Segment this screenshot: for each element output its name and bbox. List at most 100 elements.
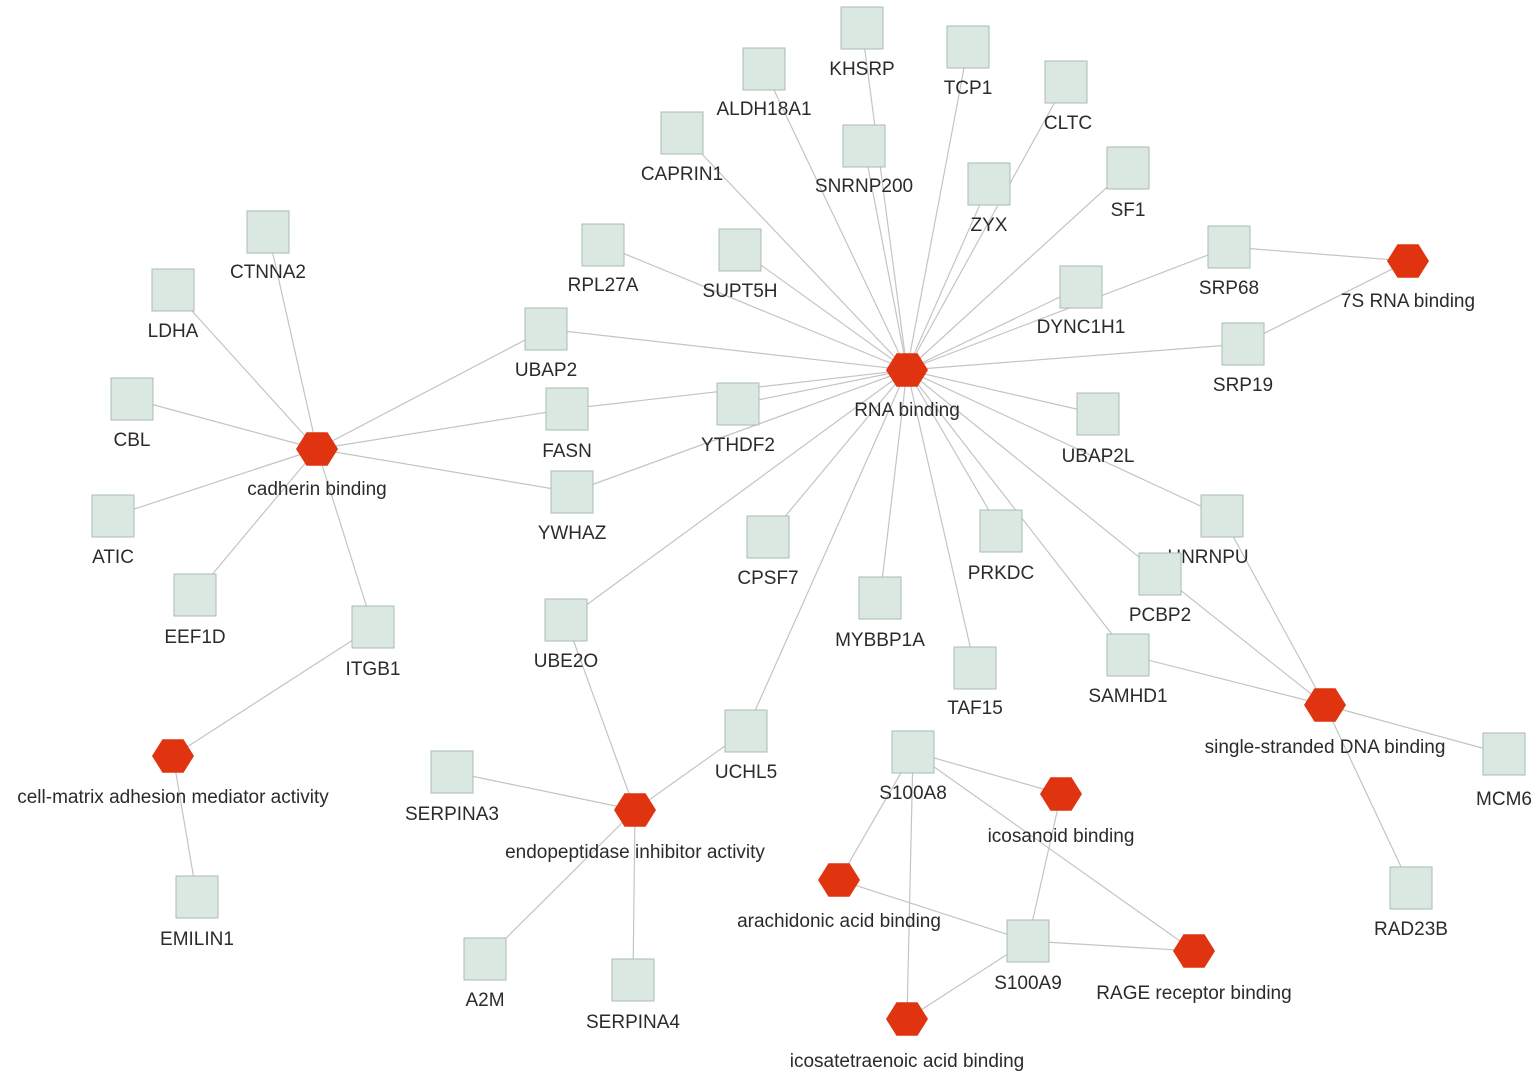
label-ubap2l: UBAP2L — [1062, 446, 1135, 467]
gene-square-dync1h1 — [1059, 265, 1103, 309]
gene-square-cltc — [1044, 60, 1088, 104]
gene-square-srp68 — [1207, 225, 1251, 269]
label-tcp1: TCP1 — [944, 78, 993, 99]
gene-node-s100a8[interactable]: S100A8 — [879, 730, 947, 804]
gene-square-emilin1 — [175, 875, 219, 919]
label-eef1d: EEF1D — [164, 627, 225, 648]
term-node-srp7s[interactable]: 7S RNA binding — [1341, 244, 1475, 312]
gene-node-eef1d[interactable]: EEF1D — [164, 573, 226, 648]
gene-node-supt5h[interactable]: SUPT5H — [703, 228, 778, 302]
gene-node-caprin1[interactable]: CAPRIN1 — [641, 111, 723, 185]
label-emilin1: EMILIN1 — [160, 929, 234, 950]
gene-node-cltc[interactable]: CLTC — [1044, 60, 1092, 134]
gene-node-dync1h1[interactable]: DYNC1H1 — [1037, 265, 1126, 338]
gene-node-snrnp200[interactable]: SNRNP200 — [815, 124, 913, 197]
gene-node-rad23b[interactable]: RAD23B — [1374, 866, 1448, 940]
label-s100a9: S100A9 — [994, 973, 1062, 994]
gene-node-uchl5[interactable]: UCHL5 — [715, 709, 777, 783]
gene-node-cpsf7[interactable]: CPSF7 — [737, 515, 799, 589]
gene-node-ctnna2[interactable]: CTNNA2 — [230, 210, 306, 283]
gene-node-serpina3[interactable]: SERPINA3 — [405, 750, 499, 825]
term-node-icosatetraenoic[interactable]: icosatetraenoic acid binding — [790, 1002, 1025, 1072]
edge-endopep-serpina4 — [632, 809, 636, 981]
label-ube2o: UBE2O — [534, 651, 598, 672]
gene-square-caprin1 — [660, 111, 704, 155]
term-node-cadherin[interactable]: cadherin binding — [247, 432, 387, 500]
edge-cadherin-ctnna2 — [267, 231, 318, 450]
gene-square-pcbp2 — [1138, 552, 1182, 596]
gene-node-ubap2l[interactable]: UBAP2L — [1062, 392, 1135, 467]
term-node-cellmatrix[interactable]: cell-matrix adhesion mediator activity — [17, 739, 329, 808]
edge-cadherin-atic — [112, 448, 318, 517]
gene-node-fasn[interactable]: FASN — [542, 387, 592, 462]
gene-square-itgb1 — [351, 605, 395, 649]
edge-layer — [112, 27, 1505, 1020]
gene-square-hnrnpu — [1200, 494, 1244, 538]
term-node-rage[interactable]: RAGE receptor binding — [1096, 934, 1292, 1004]
label-cellmatrix: cell-matrix adhesion mediator activity — [17, 787, 329, 808]
term-hexagon-arachidonic — [818, 863, 860, 897]
gene-node-rpl27a[interactable]: RPL27A — [568, 223, 639, 296]
gene-node-itgb1[interactable]: ITGB1 — [346, 605, 401, 680]
gene-square-eef1d — [173, 573, 217, 617]
label-cpsf7: CPSF7 — [737, 568, 798, 589]
gene-square-snrnp200 — [842, 124, 886, 168]
gene-node-srp19[interactable]: SRP19 — [1213, 322, 1273, 396]
gene-node-taf15[interactable]: TAF15 — [947, 646, 1003, 719]
gene-node-ldha[interactable]: LDHA — [148, 268, 199, 342]
label-snrnp200: SNRNP200 — [815, 176, 913, 197]
gene-square-ubap2 — [524, 307, 568, 351]
term-node-arachidonic[interactable]: arachidonic acid binding — [737, 863, 941, 932]
term-node-icosanoid[interactable]: icosanoid binding — [988, 777, 1135, 847]
gene-square-a2m — [463, 937, 507, 981]
gene-node-samhd1[interactable]: SAMHD1 — [1088, 633, 1168, 707]
gene-node-srp68[interactable]: SRP68 — [1199, 225, 1259, 299]
label-dync1h1: DYNC1H1 — [1037, 317, 1126, 338]
gene-square-zyx — [967, 162, 1011, 206]
gene-node-cbl[interactable]: CBL — [110, 377, 154, 451]
gene-node-hnrnpu[interactable]: HNRNPU — [1167, 494, 1249, 568]
term-node-endopep[interactable]: endopeptidase inhibitor activity — [505, 793, 765, 863]
term-node-ssdna[interactable]: single-stranded DNA binding — [1205, 688, 1446, 758]
gene-node-atic[interactable]: ATIC — [91, 494, 135, 568]
gene-node-pcbp2[interactable]: PCBP2 — [1129, 552, 1191, 626]
gene-node-tcp1[interactable]: TCP1 — [944, 25, 993, 99]
gene-node-s100a9[interactable]: S100A9 — [994, 919, 1062, 994]
edge-cellmatrix-itgb1 — [172, 626, 374, 757]
gene-node-sf1[interactable]: SF1 — [1106, 146, 1150, 221]
gene-node-aldh18a1[interactable]: ALDH18A1 — [716, 47, 812, 120]
edge-rna-prkdc — [906, 369, 1002, 532]
edge-rna-pcbp2 — [906, 369, 1161, 575]
label-serpina4: SERPINA4 — [586, 1012, 680, 1033]
edge-rna-ythdf2 — [737, 369, 908, 405]
gene-node-ythdf2[interactable]: YTHDF2 — [701, 382, 775, 456]
edge-rna-uchl5 — [745, 369, 908, 732]
gene-node-zyx[interactable]: ZYX — [967, 162, 1011, 236]
gene-node-a2m[interactable]: A2M — [463, 937, 507, 1011]
edge-cellmatrix-emilin1 — [172, 755, 198, 898]
gene-node-ywhaz[interactable]: YWHAZ — [538, 470, 607, 544]
edge-cadherin-ywhaz — [316, 448, 573, 493]
edge-rna-zyx — [906, 183, 990, 371]
label-khsrp: KHSRP — [829, 59, 894, 80]
gene-node-prkdc[interactable]: PRKDC — [968, 509, 1035, 584]
gene-node-khsrp[interactable]: KHSRP — [829, 6, 895, 80]
edge-rna-mybbp1a — [879, 369, 908, 599]
label-fasn: FASN — [542, 441, 592, 462]
label-ythdf2: YTHDF2 — [701, 435, 775, 456]
gene-node-emilin1[interactable]: EMILIN1 — [160, 875, 234, 950]
edge-rna-caprin1 — [681, 132, 908, 371]
label-mcm6: MCM6 — [1476, 789, 1532, 810]
gene-square-cbl — [110, 377, 154, 421]
gene-node-serpina4[interactable]: SERPINA4 — [586, 958, 680, 1033]
term-node-rna[interactable]: RNA binding — [854, 353, 960, 421]
gene-node-ubap2[interactable]: UBAP2 — [515, 307, 577, 381]
gene-node-ube2o[interactable]: UBE2O — [534, 598, 598, 672]
edge-cadherin-ldha — [172, 289, 318, 450]
gene-node-mybbp1a[interactable]: MYBBP1A — [835, 576, 925, 651]
edge-cadherin-itgb1 — [316, 448, 374, 628]
gene-node-mcm6[interactable]: MCM6 — [1476, 732, 1532, 810]
label-mybbp1a: MYBBP1A — [835, 630, 925, 651]
